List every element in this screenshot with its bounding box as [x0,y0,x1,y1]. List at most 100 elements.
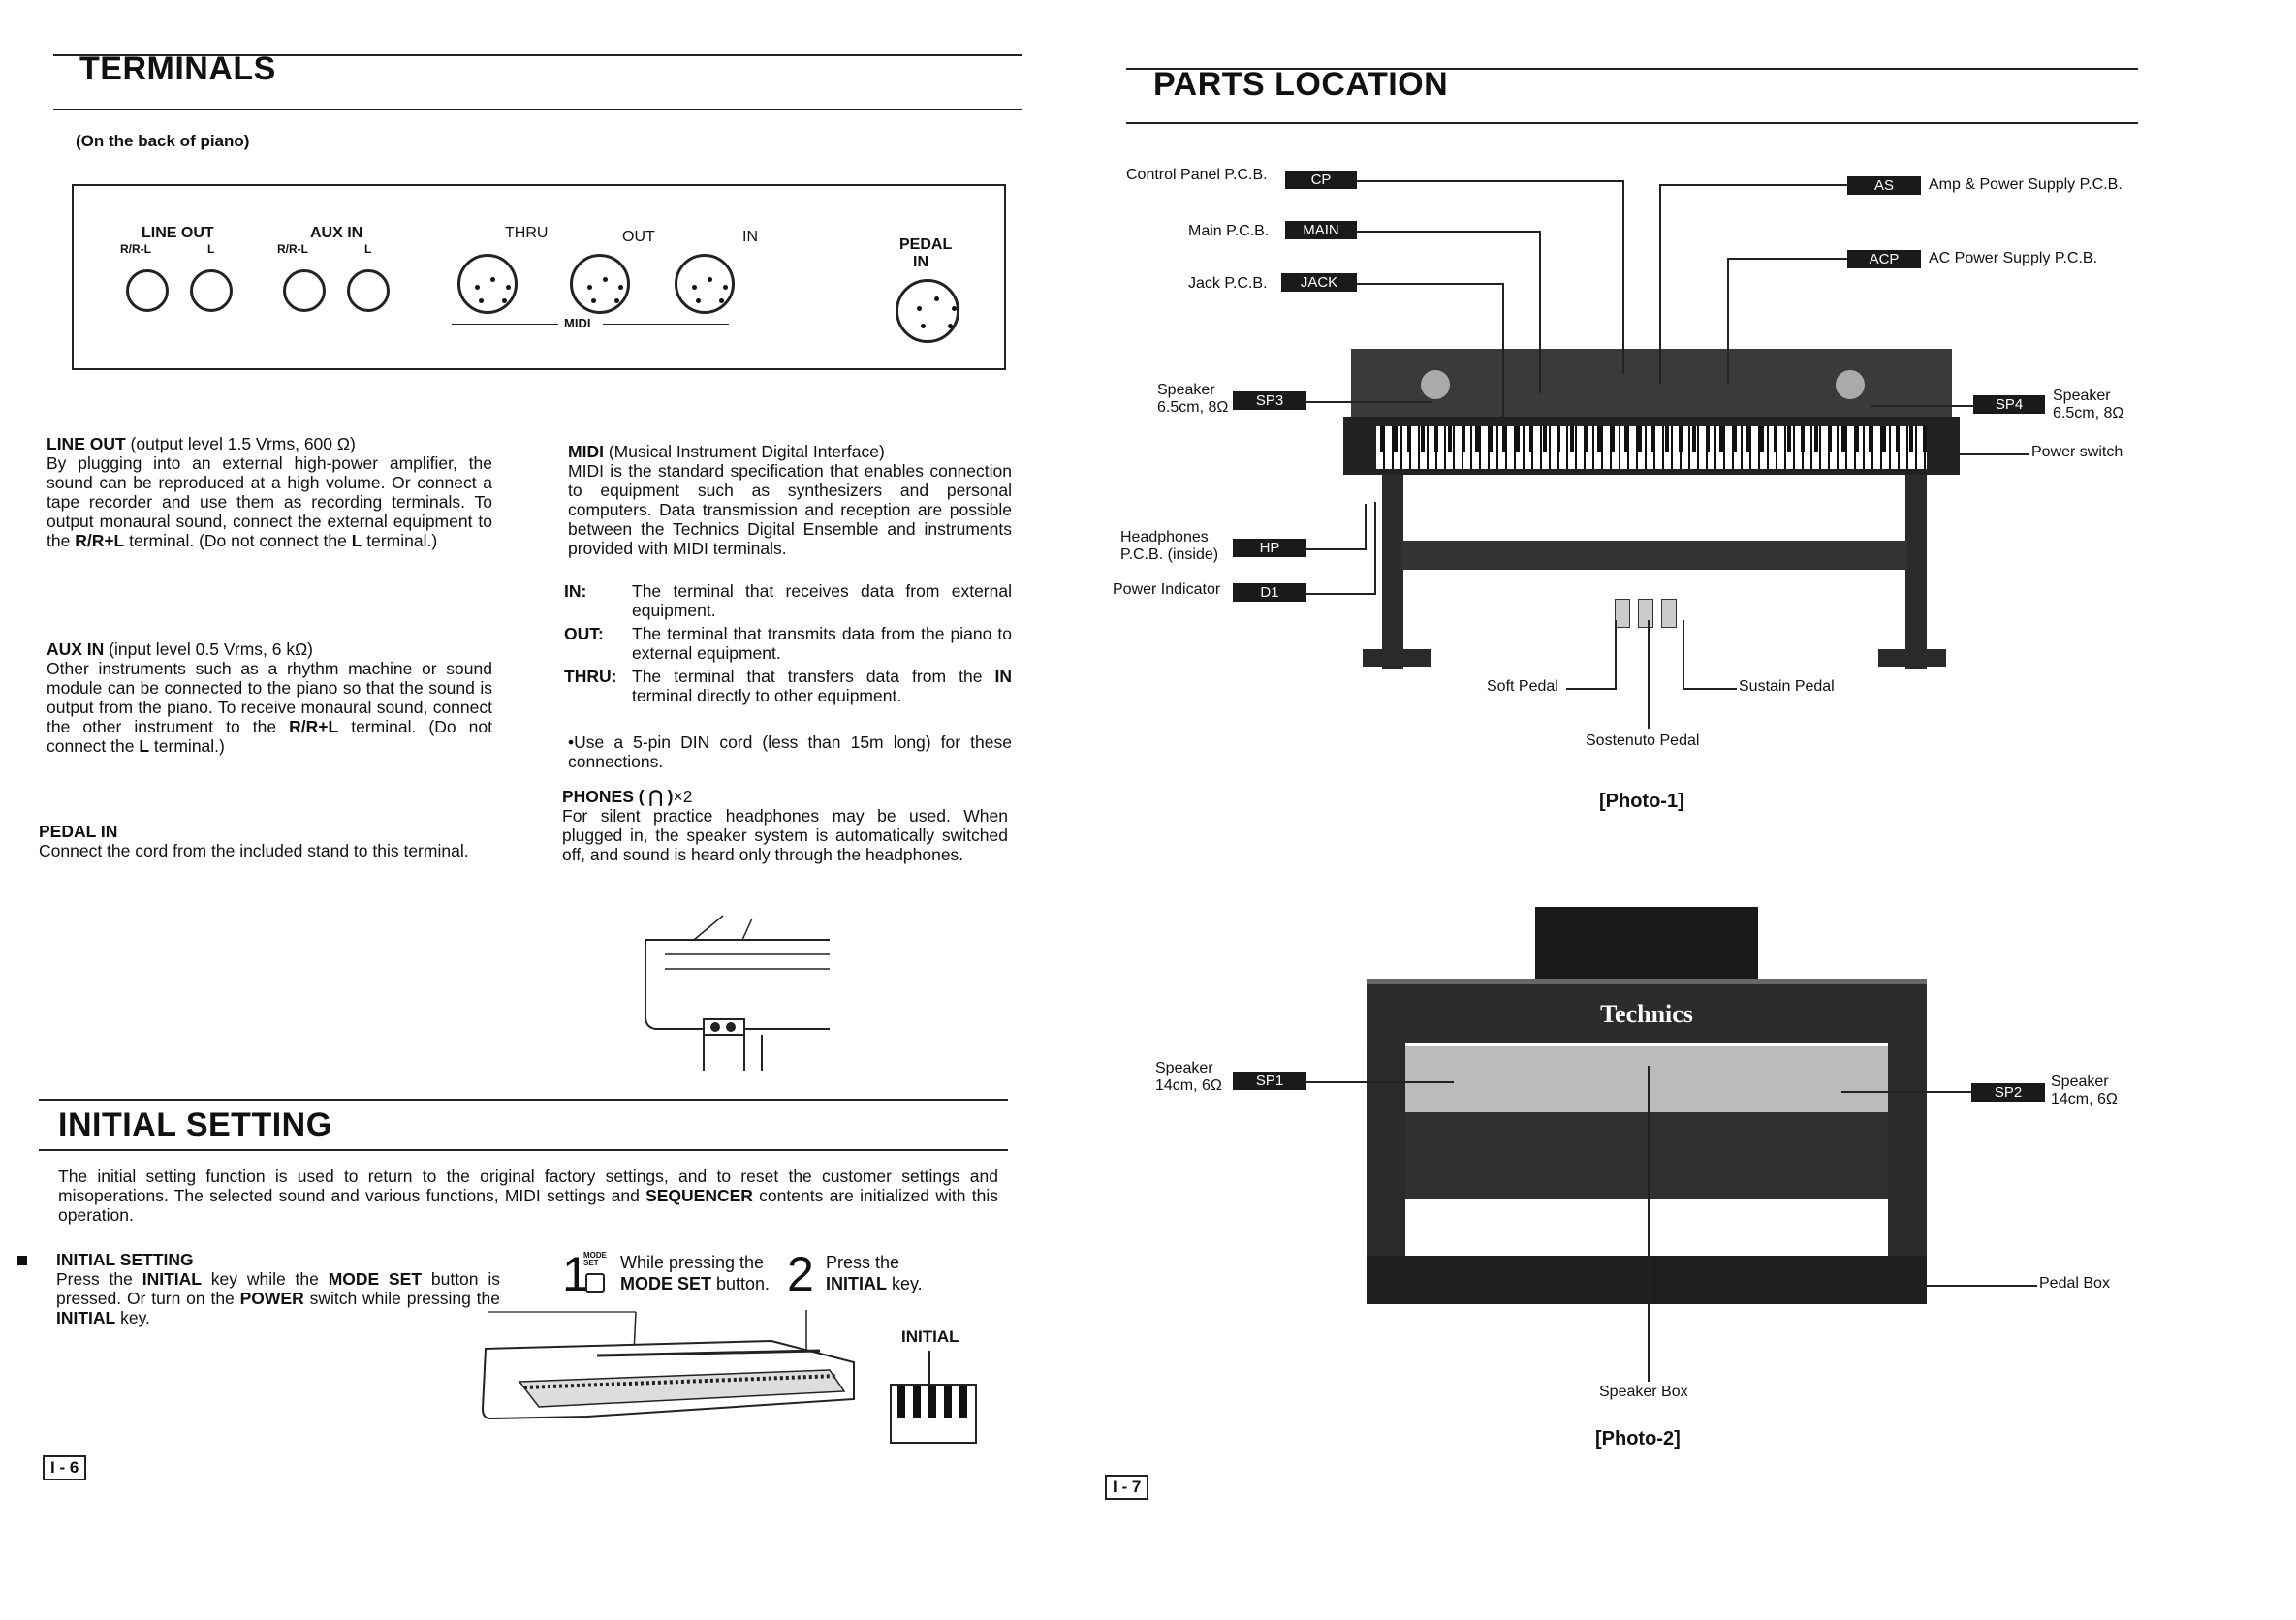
label-sp4-line-2: 6.5cm, 8Ω [2053,405,2124,421]
pin [587,285,592,290]
leader-sp1 [1306,1081,1454,1083]
initial-heading-rule [39,1149,1008,1151]
step-1-line-2: button. [711,1274,771,1293]
aux-in-description: AUX IN (input level 0.5 Vrms, 6 kΩ) Othe… [47,639,492,756]
tag-sp4: SP4 [1973,395,2045,414]
step-1-text: While pressing the MODE SET button. [620,1252,770,1294]
line-out-label: LINE OUT [142,225,214,241]
midi-out-text: The terminal that transmits data from th… [632,624,1012,663]
tag-acp: ACP [1847,250,1921,268]
initial-intro-text: The initial setting function is used to … [58,1167,998,1205]
midi-out-label: OUT [622,229,655,245]
din-cord-note: •Use a 5-pin DIN cord (less than 15m lon… [568,732,1012,771]
label-power-switch: Power switch [2031,444,2123,460]
black-key [897,1386,905,1418]
tag-as: AS [1847,176,1921,195]
label-sp1-line-2: 14cm, 6Ω [1155,1077,1222,1094]
aux-in-bold-l: L [139,736,150,756]
aux-in-bold-rrl: R/R+L [289,717,339,736]
label-amp-power-supply: Amp & Power Supply P.C.B. [1929,176,2123,193]
bullet-text-2: key while the [201,1269,329,1289]
leader-hp-h [1306,548,1367,550]
parts-heading-rule [1126,122,2138,124]
label-sp2-line-2: 14cm, 6Ω [2051,1091,2118,1107]
line-out-r-label: R/R-L [120,242,151,256]
pin [502,298,507,303]
page-number-right: I - 7 [1105,1475,1149,1500]
bullet-text-4: switch while pressing the [303,1289,501,1308]
label-speaker-box: Speaker Box [1599,1384,1688,1400]
line-out-text-3: terminal.) [362,531,438,550]
aux-in-spec: (input level 0.5 Vrms, 6 kΩ) [104,639,314,659]
pin [591,298,596,303]
step-2-number: 2 [787,1247,814,1301]
pin [952,306,957,311]
soft-pedal-icon [1615,599,1630,628]
line-out-text-2: terminal. (Do not connect the [124,531,352,550]
bullet-square [17,1256,27,1265]
pin [692,285,697,290]
leader-cp-v [1622,180,1624,374]
leader-main-v [1539,231,1541,393]
label-control-panel: Control Panel P.C.B. [1126,167,1268,183]
music-rest [1535,907,1758,979]
aux-in-l-label: L [364,242,372,256]
initial-intro-text-2: contents are initialized with this opera… [58,1186,999,1225]
leader-sp4 [1871,405,1973,407]
step-2-bold: INITIAL [826,1274,887,1293]
pedal-box-base [1367,1256,1927,1304]
step-2-line-1: Press the [826,1253,900,1272]
sostenuto-pedal-icon [1638,599,1653,628]
aux-in-text-3: terminal.) [149,736,225,756]
piano-left-leg [1382,475,1403,669]
label-hp-line-1: Headphones [1120,529,1209,545]
step-1-line-1: While pressing the [620,1253,765,1272]
parts-location-heading: PARTS LOCATION [1153,66,1449,103]
speaker-box-window [1401,1046,1892,1112]
parts-top-rule [1126,68,2138,70]
bullet-bold-2: MODE SET [328,1269,423,1289]
midi-bracket-left [452,324,558,325]
mode-set-button-icon [585,1273,605,1293]
top-lid-edge [1367,979,1927,984]
initial-bullet-title: INITIAL SETTING [56,1250,194,1269]
midi-terminal-list: IN: The terminal that receives data from… [564,581,1012,705]
tag-sp3: SP3 [1233,391,1306,410]
aux-in-r-label: R/R-L [277,242,308,256]
initial-intro-bold: SEQUENCER [645,1186,753,1205]
pin [506,285,511,290]
pin [618,285,623,290]
black-key [944,1386,952,1418]
midi-in-label: IN [742,229,758,245]
leader-jack-h [1357,283,1504,285]
step-1-mode-set-small: MODE SET [583,1251,607,1267]
initial-key-label: INITIAL [901,1327,959,1346]
pedal-in-description: PEDAL IN Connect the cord from the inclu… [39,822,485,860]
midi-thru-item: THRU: The terminal that transfers data f… [564,667,1012,705]
back-panel-diagram: LINE OUT R/R-L L AUX IN R/R-L L THRU OUT… [72,184,1006,370]
pin [614,298,619,303]
bullet-bold-1: INITIAL [142,1269,202,1289]
leader-jack-v [1502,283,1504,419]
step-1-number: 1 [562,1247,589,1301]
line-out-bold-l: L [351,531,362,550]
terminals-subheading: (On the back of piano) [76,132,250,150]
aux-in-text-2: terminal. (Do not connect the [47,717,492,756]
leader-power-switch [1936,453,2029,455]
phones-text: For silent practice headphones may be us… [562,806,1008,864]
label-ac-power-supply: AC Power Supply P.C.B. [1929,250,2098,266]
leader-soft-v [1615,620,1617,690]
initial-bullet: INITIAL SETTING Press the INITIAL key wh… [56,1250,500,1327]
midi-out-item: OUT: The terminal that transmits data fr… [564,624,1012,663]
pedal-in-label: IN [913,254,928,270]
piano-black-keys [1376,426,1927,452]
tag-hp: HP [1233,539,1306,557]
midi-thru-text-1: The terminal that transfers data from th… [632,667,995,686]
pin [948,324,953,328]
line-out-r-jack [126,269,169,312]
label-soft-pedal: Soft Pedal [1487,678,1558,695]
